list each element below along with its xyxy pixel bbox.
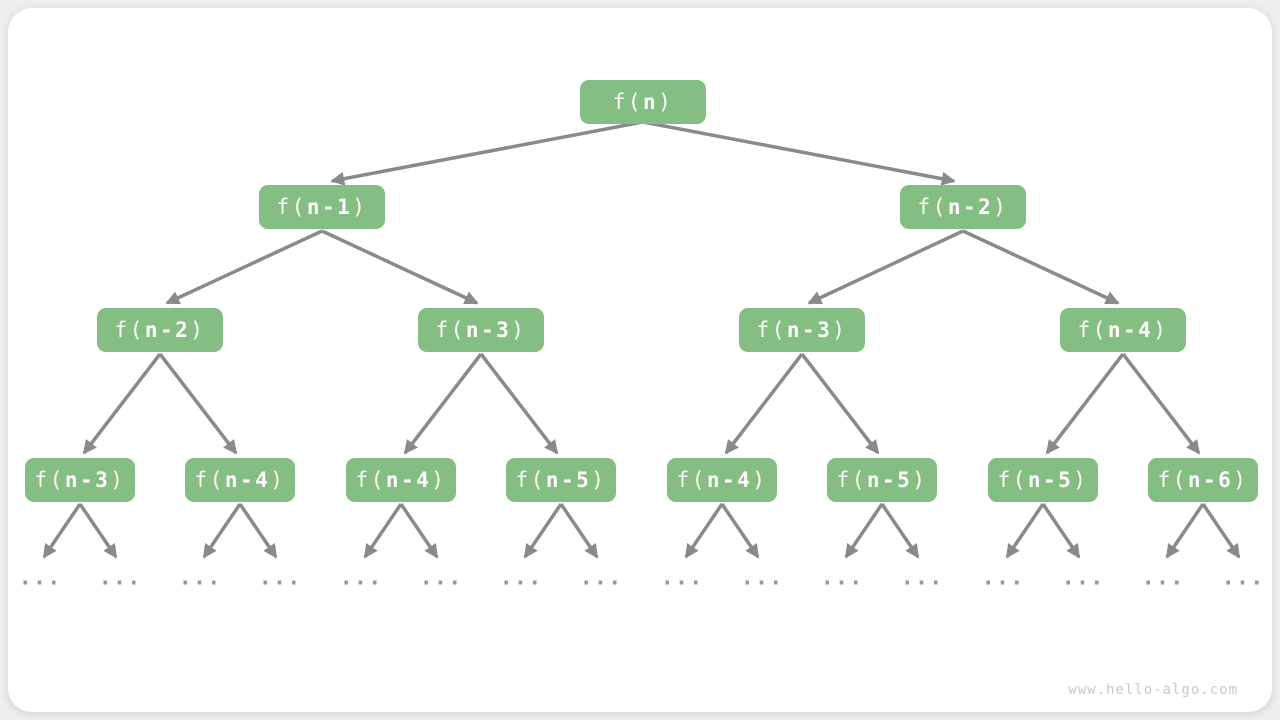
node-label-arg: n	[642, 90, 659, 114]
node-l4-f-n-5-b: f(n-5)	[827, 458, 937, 502]
node-label-pre: f(	[435, 318, 466, 342]
node-label-pre: f(	[997, 468, 1028, 492]
node-l2-f-n-1: f(n-1)	[259, 185, 385, 229]
node-label-pre: f(	[276, 195, 307, 219]
node-l4-f-n-5-a: f(n-5)	[506, 458, 616, 502]
node-l4-f-n-6: f(n-6)	[1148, 458, 1258, 502]
node-label-post: )	[1153, 318, 1169, 342]
node-l1-f-n: f(n)	[580, 80, 706, 124]
node-label-arg: n-2	[144, 318, 191, 342]
node-l3-f-n-4: f(n-4)	[1060, 308, 1186, 352]
node-label-pre: f(	[34, 468, 65, 492]
ellipsis: ...	[1221, 565, 1265, 591]
node-label-pre: f(	[114, 318, 145, 342]
ellipsis: ...	[419, 565, 463, 591]
ellipsis: ...	[740, 565, 784, 591]
node-label-arg: n-4	[1107, 318, 1154, 342]
node-label-arg: n-4	[706, 468, 753, 492]
ellipsis: ...	[178, 565, 222, 591]
node-l4-f-n-4-c: f(n-4)	[667, 458, 777, 502]
node-label-post: )	[752, 468, 768, 492]
node-label-arg: n-5	[1027, 468, 1074, 492]
ellipsis: ...	[579, 565, 623, 591]
ellipsis: ...	[339, 565, 383, 591]
node-l4-f-n-4-a: f(n-4)	[185, 458, 295, 502]
node-label-post: )	[270, 468, 286, 492]
node-label-post: )	[1073, 468, 1089, 492]
node-label-arg: n-4	[224, 468, 271, 492]
node-label-pre: f(	[515, 468, 546, 492]
node-label-pre: f(	[756, 318, 787, 342]
node-label-post: )	[591, 468, 607, 492]
node-label-post: )	[912, 468, 928, 492]
node-label-pre: f(	[1157, 468, 1188, 492]
ellipsis: ...	[660, 565, 704, 591]
node-l4-f-n-4-b: f(n-4)	[346, 458, 456, 502]
node-label-pre: f(	[676, 468, 707, 492]
ellipsis: ...	[981, 565, 1025, 591]
ellipsis: ...	[499, 565, 543, 591]
watermark: www.hello-algo.com	[1068, 682, 1238, 698]
node-label-arg: n-3	[786, 318, 833, 342]
ellipsis: ...	[98, 565, 142, 591]
ellipsis: ...	[18, 565, 62, 591]
ellipsis: ...	[820, 565, 864, 591]
node-label-pre: f(	[1077, 318, 1108, 342]
node-label-post: )	[511, 318, 527, 342]
ellipsis: ...	[258, 565, 302, 591]
node-label-post: )	[658, 90, 674, 114]
ellipsis: ...	[1061, 565, 1105, 591]
node-label-arg: n-5	[866, 468, 913, 492]
node-label-arg: n-3	[64, 468, 111, 492]
node-label-pre: f(	[917, 195, 948, 219]
node-label-post: )	[993, 195, 1009, 219]
node-label-arg: n-4	[385, 468, 432, 492]
node-label-post: )	[352, 195, 368, 219]
node-label-pre: f(	[836, 468, 867, 492]
node-l4-f-n-3: f(n-3)	[25, 458, 135, 502]
node-label-post: )	[190, 318, 206, 342]
node-label-post: )	[431, 468, 447, 492]
node-label-pre: f(	[194, 468, 225, 492]
node-label-post: )	[832, 318, 848, 342]
node-label-pre: f(	[612, 90, 643, 114]
node-label-arg: n-1	[306, 195, 353, 219]
node-label-arg: n-3	[465, 318, 512, 342]
node-label-pre: f(	[355, 468, 386, 492]
node-label-arg: n-6	[1187, 468, 1234, 492]
node-l4-f-n-5-c: f(n-5)	[988, 458, 1098, 502]
node-label-arg: n-5	[545, 468, 592, 492]
ellipsis: ...	[1141, 565, 1185, 591]
node-l3-f-n-2: f(n-2)	[97, 308, 223, 352]
ellipsis: ...	[900, 565, 944, 591]
node-l3-f-n-3-left: f(n-3)	[418, 308, 544, 352]
node-label-arg: n-2	[947, 195, 994, 219]
node-label-post: )	[110, 468, 126, 492]
node-label-post: )	[1233, 468, 1249, 492]
node-l3-f-n-3-right: f(n-3)	[739, 308, 865, 352]
node-l2-f-n-2: f(n-2)	[900, 185, 1026, 229]
